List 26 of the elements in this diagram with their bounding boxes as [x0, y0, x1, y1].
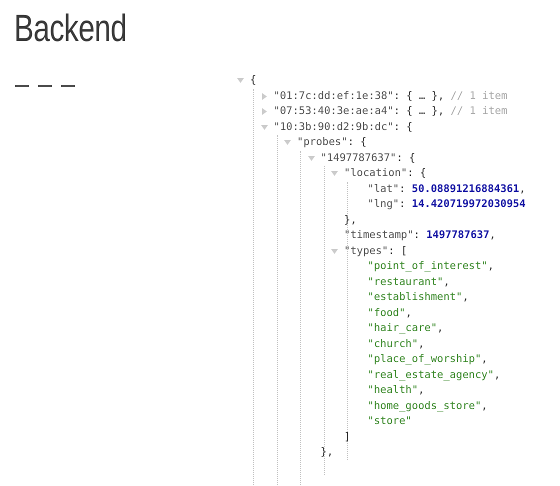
code-line: "home_goods_store", [368, 398, 488, 414]
code-line: "1497787637": { [320, 150, 416, 166]
code-line: "place_of_worship", [368, 352, 488, 367]
code-line: "lat": 50.08891216884361, [368, 182, 526, 196]
code-line: "store" [368, 414, 412, 429]
code-line: "point_of_interest", [368, 259, 494, 274]
code-line: }, [320, 445, 334, 460]
code-line: "timestamp": 1497787637, [344, 228, 496, 243]
code-line: { [250, 73, 256, 88]
code-line: "07:53:40:3e:ae:a4": { … }, // 1 item [274, 104, 508, 119]
code-line: "restaurant", [368, 274, 450, 290]
code-line: "10:3b:90:d2:9b:dc": { [274, 120, 413, 134]
code-line: "hair_care", [368, 321, 444, 336]
code-line: }, [344, 212, 357, 228]
code-line: "types": [ [344, 244, 408, 258]
page-title: Backend [14, 8, 127, 51]
code-line: ] [344, 430, 350, 444]
code-line: "health", [368, 383, 424, 398]
code-line: "location": { [344, 166, 426, 181]
code-line: "food", [368, 306, 412, 320]
code-line: "01:7c:dd:ef:1e:38": { … }, // 1 item [274, 88, 508, 104]
code-line: "lng": 14.420719972030954 [368, 197, 526, 212]
code-line: "probes": { [297, 135, 367, 150]
code-line: "real_estate_agency", [368, 368, 500, 382]
code-line: "church", [368, 336, 424, 352]
code-line: "establishment", [368, 290, 469, 305]
